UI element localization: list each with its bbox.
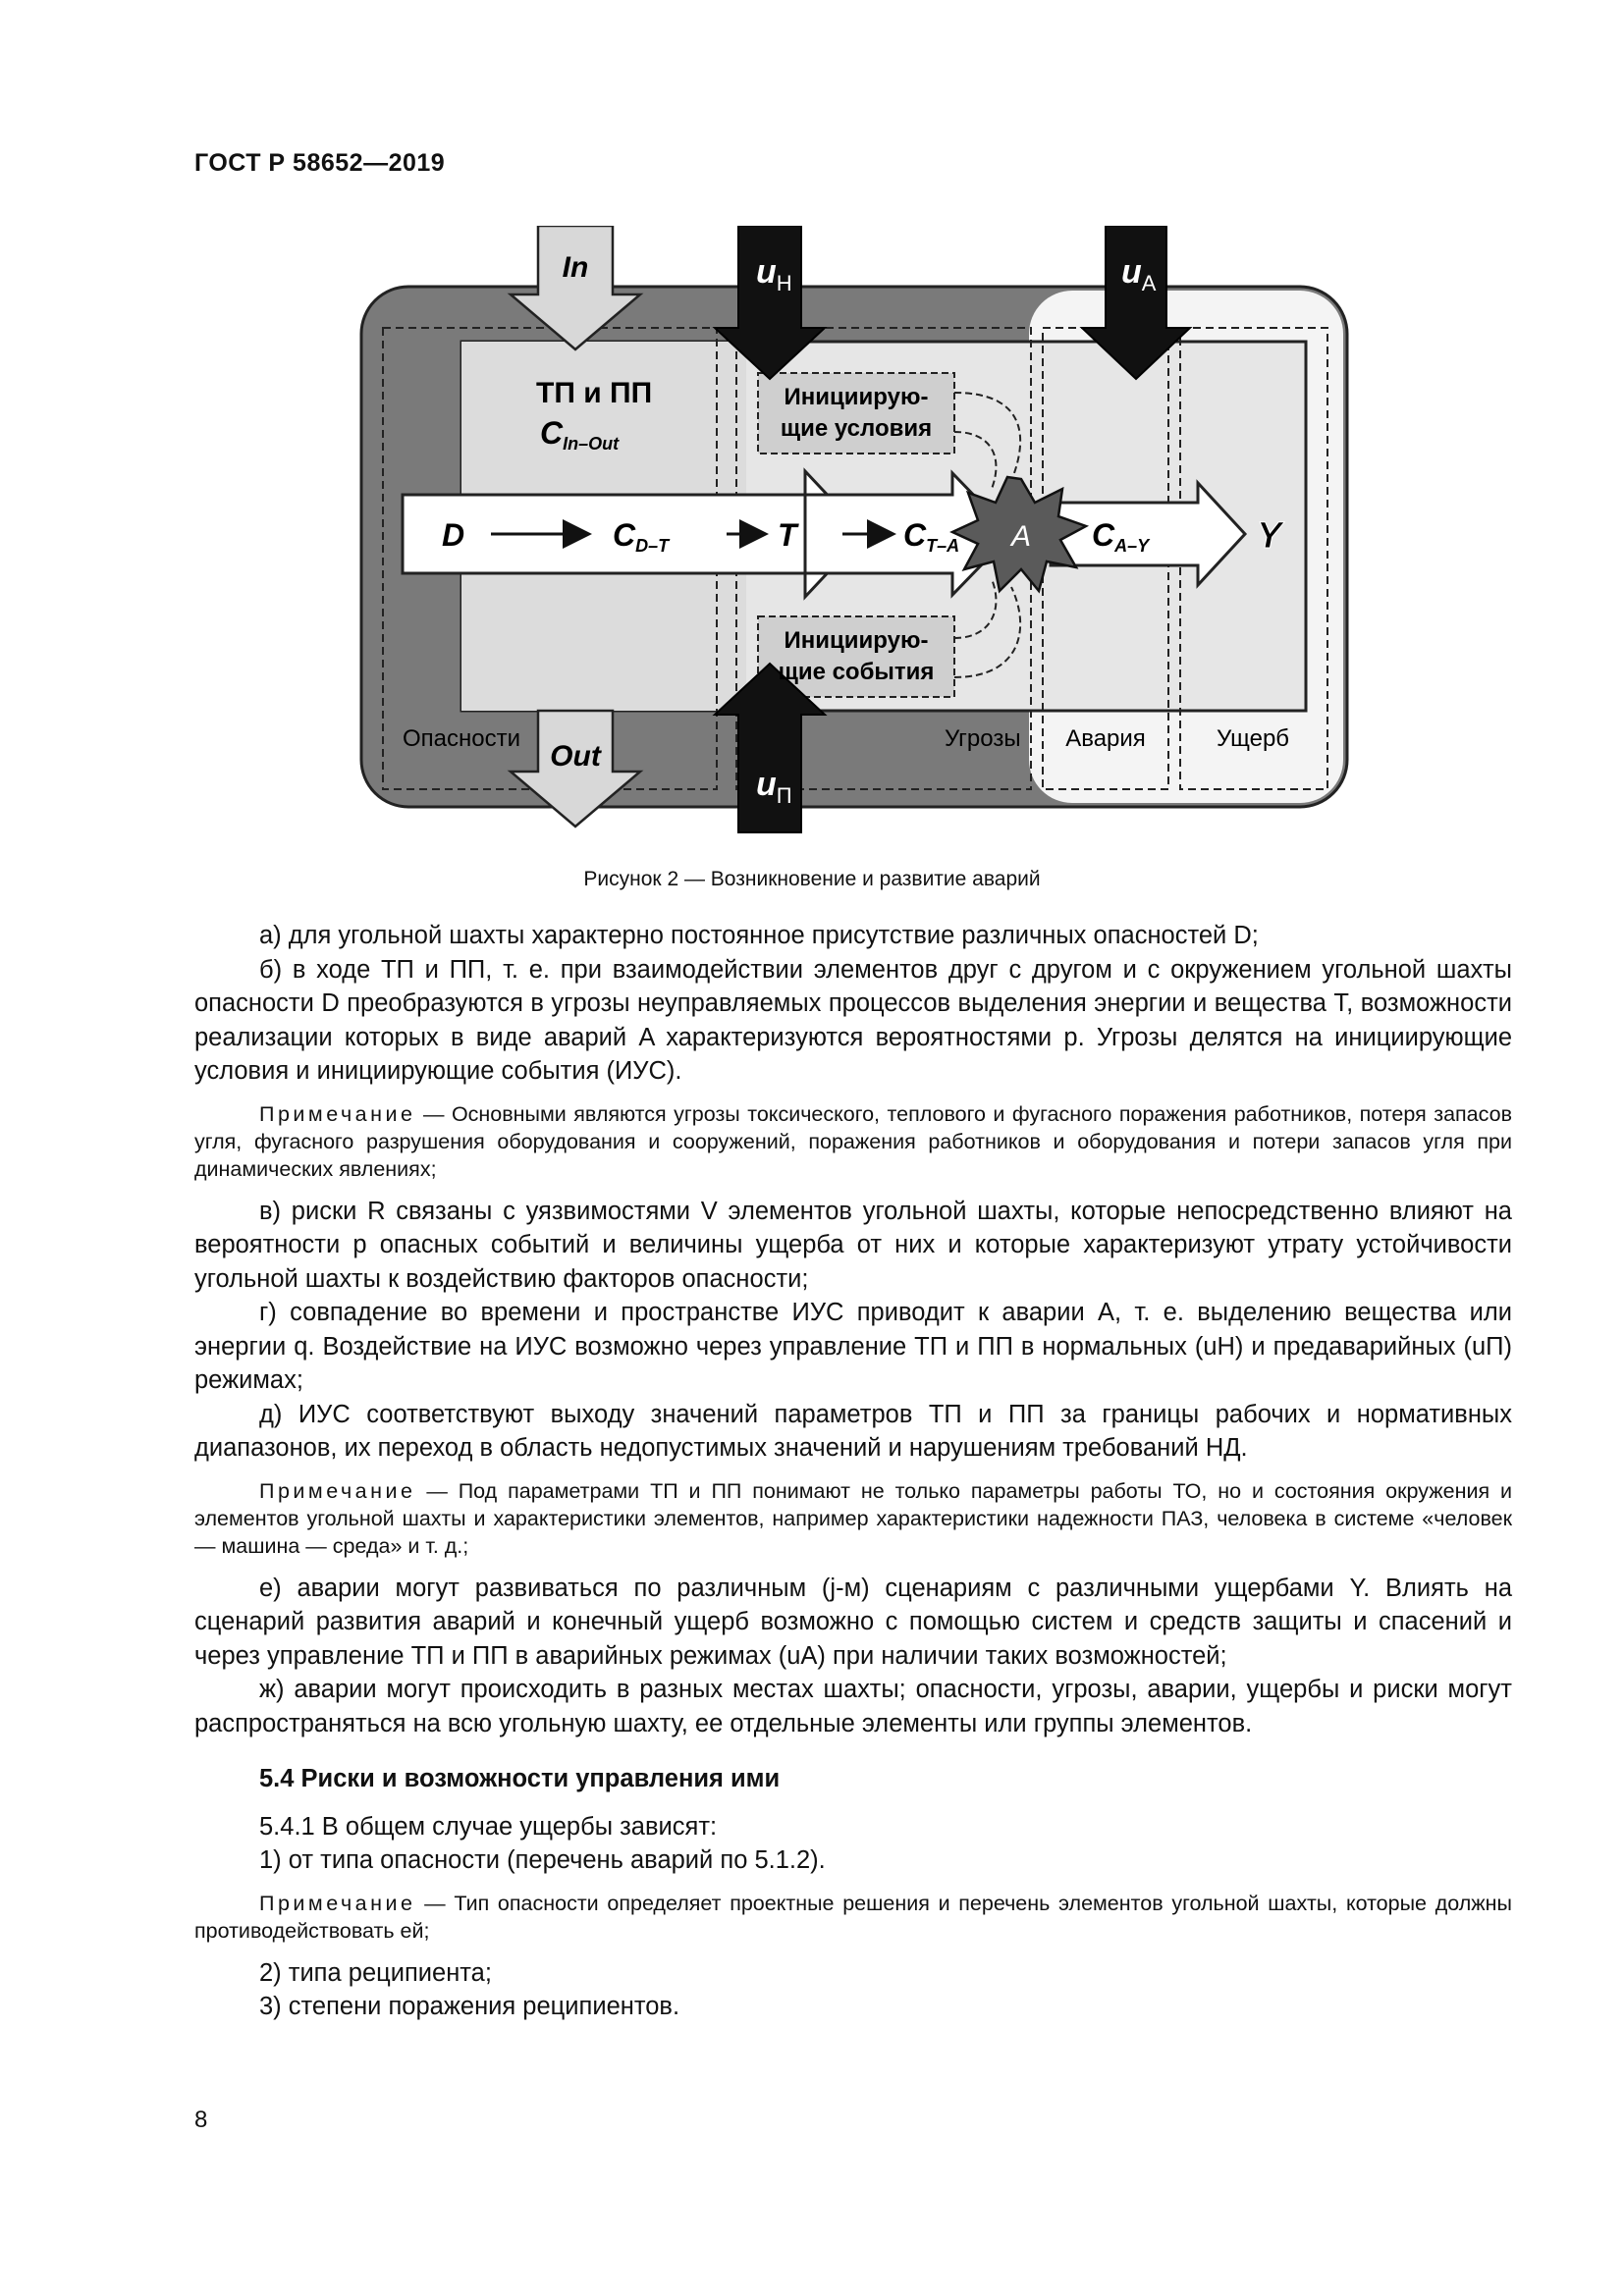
init-conditions-line2: щие условия	[781, 415, 932, 442]
cond-path-1	[953, 392, 1022, 482]
in-label: In	[563, 251, 589, 284]
c-ta-sub: T–A	[926, 536, 959, 556]
accident-label: Авария	[1065, 725, 1146, 752]
paragraph-b: б) в ходе ТП и ПП, т. е. при взаимодейст…	[194, 955, 1512, 1086]
svg-text:CD–T: CD–T	[613, 517, 671, 556]
section-title: 5.4 Риски и возможности управления ими	[259, 1765, 781, 1792]
d-label: D	[442, 517, 464, 553]
figure-caption: Рисунок 2 — Возникновение и развитие ава…	[583, 868, 1041, 890]
c-ta-main: C	[903, 517, 927, 553]
note-2-text: — Под параметрами ТП и ПП понимают не то…	[194, 1478, 1512, 1558]
paragraph-v: в) риски R связаны с уязвимостями V элем…	[194, 1197, 1512, 1293]
svg-text:uА: uА	[1121, 253, 1157, 295]
note-2: Примечание — Под параметрами ТП и ПП пон…	[194, 1477, 1512, 1560]
threats-label: Угрозы	[945, 725, 1021, 752]
init-conditions-line1: Инициирую-	[785, 384, 929, 410]
u-p-sub: П	[777, 783, 792, 808]
note-3-label: Примечание	[259, 1891, 416, 1915]
note-3: Примечание — Тип опасности определяет пр…	[194, 1890, 1512, 1945]
c-ay-main: C	[1092, 517, 1115, 553]
c-inout-sub: In–Out	[563, 434, 620, 454]
u-a-arrow-icon	[1079, 225, 1193, 381]
tp-pp-label: ТП и ПП	[536, 377, 652, 409]
page-number: 8	[194, 2107, 208, 2133]
paragraph-g: г) совпадение во времени и пространстве …	[194, 1299, 1512, 1394]
list-item-2: 2) типа реципиента;	[259, 1958, 492, 1987]
document-header: ГОСТ Р 58652—2019	[194, 149, 446, 177]
u-p-main: u	[756, 766, 777, 803]
y-label: Y	[1257, 515, 1285, 557]
u-n-arrow-icon	[712, 225, 828, 381]
diagram-svg: In Out ТП и ПП CIn–Out Инициирую- щие ус…	[359, 224, 1349, 833]
init-events-line1: Инициирую-	[785, 627, 929, 654]
out-arrow-icon	[507, 709, 644, 828]
note-1-text: — Основными являются угрозы токсического…	[194, 1101, 1512, 1181]
svg-text:CA–Y: CA–Y	[1092, 517, 1151, 556]
note-1-label: Примечание	[259, 1101, 416, 1126]
c-inout-main: C	[540, 415, 564, 451]
svg-text:uП: uП	[756, 766, 792, 808]
u-n-sub: Н	[777, 271, 792, 295]
in-arrow-icon	[507, 224, 644, 351]
a-label: A	[1009, 520, 1031, 553]
cond-path-2	[953, 431, 998, 490]
u-a-main: u	[1121, 253, 1142, 291]
init-events-line2: щие события	[779, 659, 935, 685]
c-dt-sub: D–T	[635, 536, 671, 556]
c-ay-sub: A–Y	[1113, 536, 1151, 556]
body-text: а) для угольной шахты характерно постоян…	[194, 919, 1512, 2024]
list-item-1: 1) от типа опасности (перечень аварий по…	[259, 1846, 826, 1874]
u-p-arrow-icon	[712, 662, 828, 833]
accident-explosion-icon	[949, 475, 1090, 594]
paragraph-5-4-1: 5.4.1 В общем случае ущербы зависят:	[259, 1812, 718, 1841]
note-2-label: Примечание	[259, 1478, 416, 1503]
svg-text:CIn–Out: CIn–Out	[540, 415, 620, 454]
svg-text:CT–A: CT–A	[903, 517, 959, 556]
initiating-conditions-box	[757, 372, 955, 454]
c-dt-main: C	[613, 517, 636, 553]
damage-label: Ущерб	[1217, 725, 1289, 752]
paragraph-zh: ж) аварии могут происходить в разных мес…	[194, 1676, 1512, 1737]
t-label: T	[778, 517, 799, 553]
u-a-sub: А	[1142, 271, 1157, 295]
paragraph-d: д) ИУС соответствуют выходу значений пар…	[194, 1400, 1512, 1463]
list-item-3: 3) степени поражения реципиентов.	[259, 1993, 680, 2020]
hazards-label: Опасности	[403, 725, 520, 752]
out-label: Out	[550, 740, 603, 773]
svg-text:uН: uН	[756, 253, 792, 295]
event-path-2	[953, 586, 1022, 678]
note-1: Примечание — Основными являются угрозы т…	[194, 1100, 1512, 1183]
accident-development-diagram: In Out ТП и ПП CIn–Out Инициирую- щие ус…	[344, 224, 1365, 844]
paragraph-a: а) для угольной шахты характерно постоян…	[259, 922, 1259, 949]
event-path-1	[953, 578, 998, 639]
note-3-text: — Тип опасности определяет проектные реш…	[194, 1891, 1512, 1943]
u-n-main: u	[756, 253, 777, 291]
paragraph-e: е) аварии могут развиваться по различным…	[194, 1574, 1512, 1670]
